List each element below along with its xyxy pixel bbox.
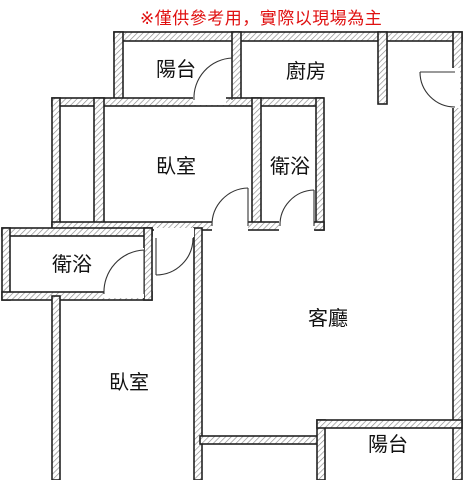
wall <box>193 227 203 480</box>
door-swing-arc <box>419 71 456 108</box>
door-opening <box>154 228 194 237</box>
door-swing-arc <box>279 189 315 227</box>
door-swing-arc <box>155 237 194 276</box>
wall <box>377 31 388 105</box>
room-labels: 陽台 廚房 臥室 衛浴 衛浴 客廳 臥室 陽台 <box>52 57 408 456</box>
door-opening <box>193 57 226 105</box>
wall <box>51 97 61 229</box>
door-swing-arc <box>103 249 145 295</box>
wall <box>93 97 105 229</box>
room-label-bathroom-left: 衛浴 <box>52 252 92 276</box>
wall <box>1 227 153 237</box>
walls <box>1 31 463 480</box>
wall <box>143 227 153 301</box>
openings <box>104 57 460 298</box>
door-swing-arc <box>211 187 249 227</box>
wall <box>251 97 262 229</box>
room-label-balcony-top: 陽台 <box>156 57 196 81</box>
room-label-bedroom-lower: 臥室 <box>109 370 149 394</box>
room-label-balcony-bottom: 陽台 <box>368 432 408 456</box>
disclaimer-note: ※僅供參考用，實際以現場為主 <box>140 9 383 29</box>
room-label-living-room: 客廳 <box>308 306 348 330</box>
wall <box>51 295 61 480</box>
wall <box>316 419 463 429</box>
room-label-kitchen: 廚房 <box>286 59 326 83</box>
room-label-bathroom-right: 衛浴 <box>270 154 310 178</box>
wall <box>199 435 319 445</box>
wall <box>51 97 324 107</box>
door-opening <box>279 189 314 232</box>
wall <box>1 227 11 301</box>
wall <box>231 31 242 103</box>
door-opening <box>212 188 248 232</box>
room-label-bedroom-upper: 臥室 <box>156 154 196 178</box>
door-swing-arc <box>193 57 233 101</box>
wall <box>316 419 326 480</box>
wall <box>113 31 463 42</box>
wall <box>315 97 325 231</box>
door-opening <box>420 68 460 108</box>
wall <box>452 31 463 480</box>
doors <box>103 57 456 295</box>
wall <box>113 31 124 103</box>
